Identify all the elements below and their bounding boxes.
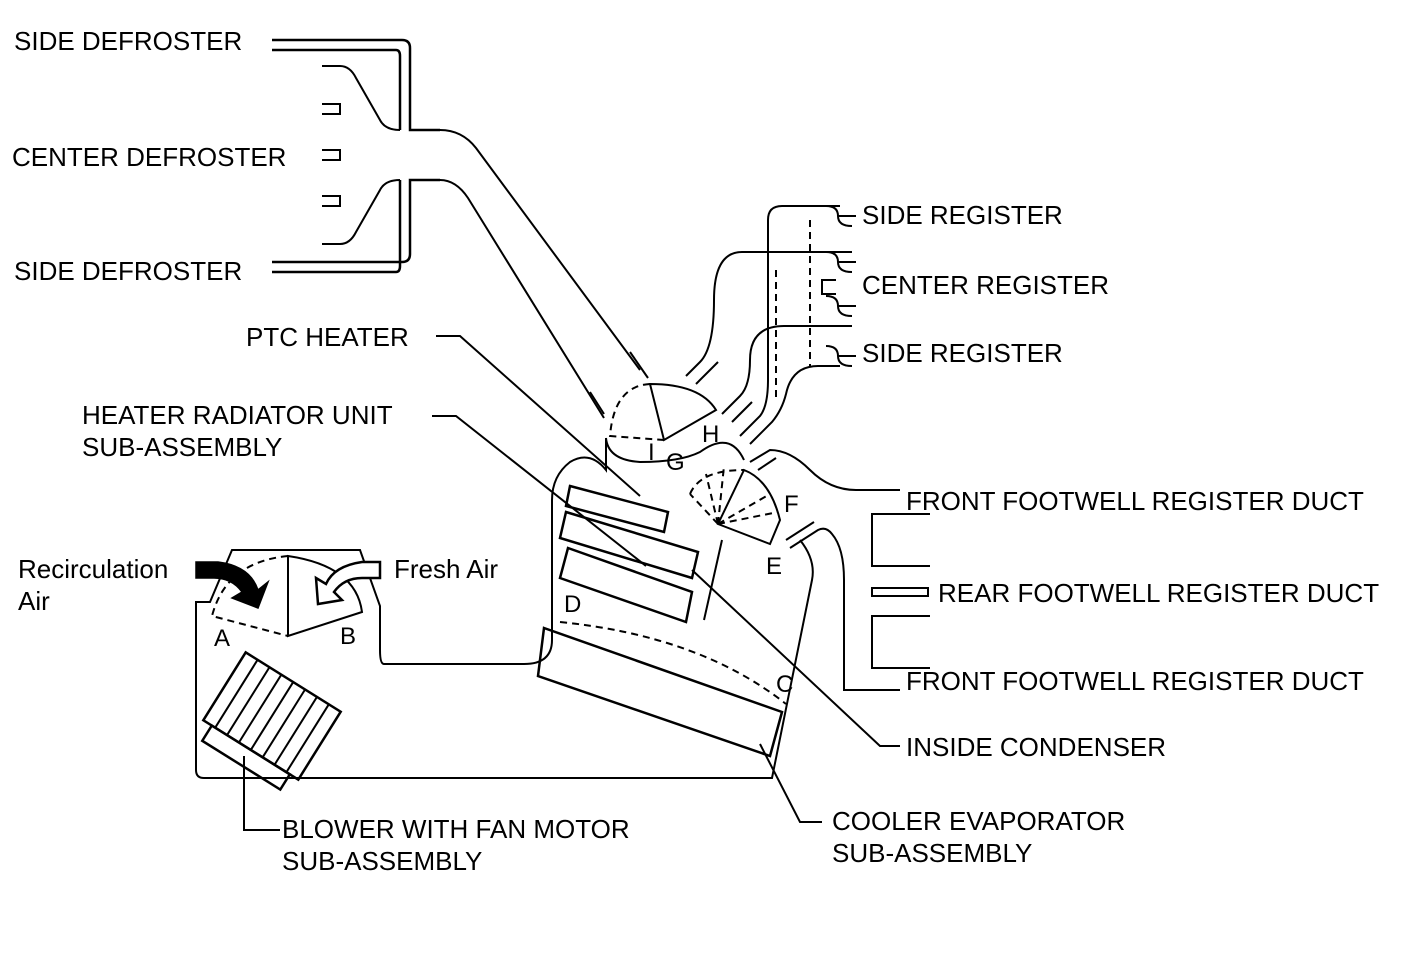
heat-exchangers xyxy=(536,484,787,758)
center-register-label: CENTER REGISTER xyxy=(862,270,1109,300)
blower-label-line1: BLOWER WITH FAN MOTOR xyxy=(282,814,630,844)
damper-letter-b: B xyxy=(340,623,356,650)
damper-letter-g: G xyxy=(666,449,685,476)
ptc-heater-label: PTC HEATER xyxy=(246,322,409,352)
front-footwell-top-label: FRONT FOOTWELL REGISTER DUCT xyxy=(906,486,1364,516)
side-defroster-top-label: SIDE DEFROSTER xyxy=(14,26,242,56)
defroster-ducts xyxy=(272,38,649,419)
damper-letter-i: I xyxy=(648,439,655,466)
cooler-evaporator-label-line2: SUB-ASSEMBLY xyxy=(832,838,1032,868)
blower-label-line2: SUB-ASSEMBLY xyxy=(282,846,482,876)
fresh-air-arrow-icon xyxy=(314,560,382,606)
intake-doors xyxy=(195,554,382,638)
center-defroster-label: CENTER DEFROSTER xyxy=(12,142,286,172)
fresh-air-label: Fresh Air xyxy=(394,554,498,584)
leader-lines xyxy=(432,335,900,823)
front-footwell-bottom-label: FRONT FOOTWELL REGISTER DUCT xyxy=(906,666,1364,696)
footwell-ducts xyxy=(749,448,930,691)
recirculation-arrow-icon xyxy=(195,561,270,609)
inside-condenser-label: INSIDE CONDENSER xyxy=(906,732,1166,762)
damper-letter-d: D xyxy=(564,591,581,618)
blower-fan xyxy=(200,650,343,831)
damper-letter-f: F xyxy=(784,491,799,518)
damper-letter-a: A xyxy=(214,625,230,652)
heater-radiator-label-line1: HEATER RADIATOR UNIT xyxy=(82,400,393,430)
damper-letter-e: E xyxy=(766,553,782,580)
side-register-top-label: SIDE REGISTER xyxy=(862,200,1063,230)
recirculation-label-line2: Air xyxy=(18,586,50,616)
damper-letter-h: H xyxy=(702,421,719,448)
cooler-evaporator-label-line1: COOLER EVAPORATOR xyxy=(832,806,1125,836)
recirculation-label-line1: Recirculation xyxy=(18,554,168,584)
damper-letter-c: C xyxy=(776,671,793,698)
side-defroster-bottom-label: SIDE DEFROSTER xyxy=(14,256,242,286)
rear-footwell-label: REAR FOOTWELL REGISTER DUCT xyxy=(938,578,1379,608)
register-ducts xyxy=(685,205,856,445)
heater-radiator-label-line2: SUB-ASSEMBLY xyxy=(82,432,282,462)
side-register-bottom-label: SIDE REGISTER xyxy=(862,338,1063,368)
